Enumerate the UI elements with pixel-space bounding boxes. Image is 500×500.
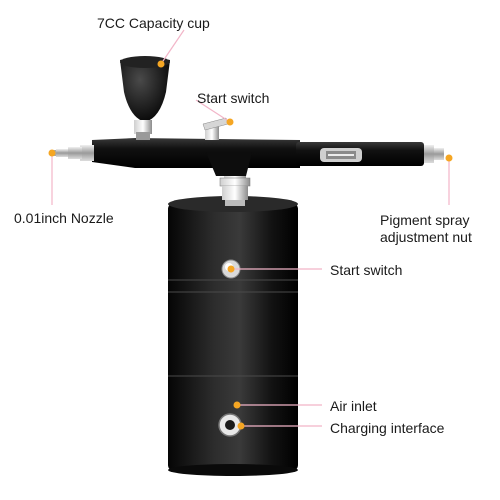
label-start-switch-body: Start switch	[330, 262, 403, 278]
label-adjustment-nut: Pigment spray adjustment nut	[380, 212, 472, 245]
airbrush-gun	[50, 138, 444, 176]
trigger-lever[interactable]	[202, 117, 229, 140]
label-nozzle: 0.01inch Nozzle	[14, 210, 114, 226]
paint-cup	[120, 56, 170, 140]
label-start-switch-top: Start switch	[197, 90, 270, 106]
label-cup-capacity: 7CC Capacity cup	[97, 15, 210, 31]
label-air-inlet: Air inlet	[330, 398, 377, 414]
pointer-dots	[48, 60, 453, 430]
pointer-lines	[51, 29, 450, 427]
compressor-body	[168, 196, 298, 476]
label-charging-interface: Charging interface	[330, 420, 445, 436]
